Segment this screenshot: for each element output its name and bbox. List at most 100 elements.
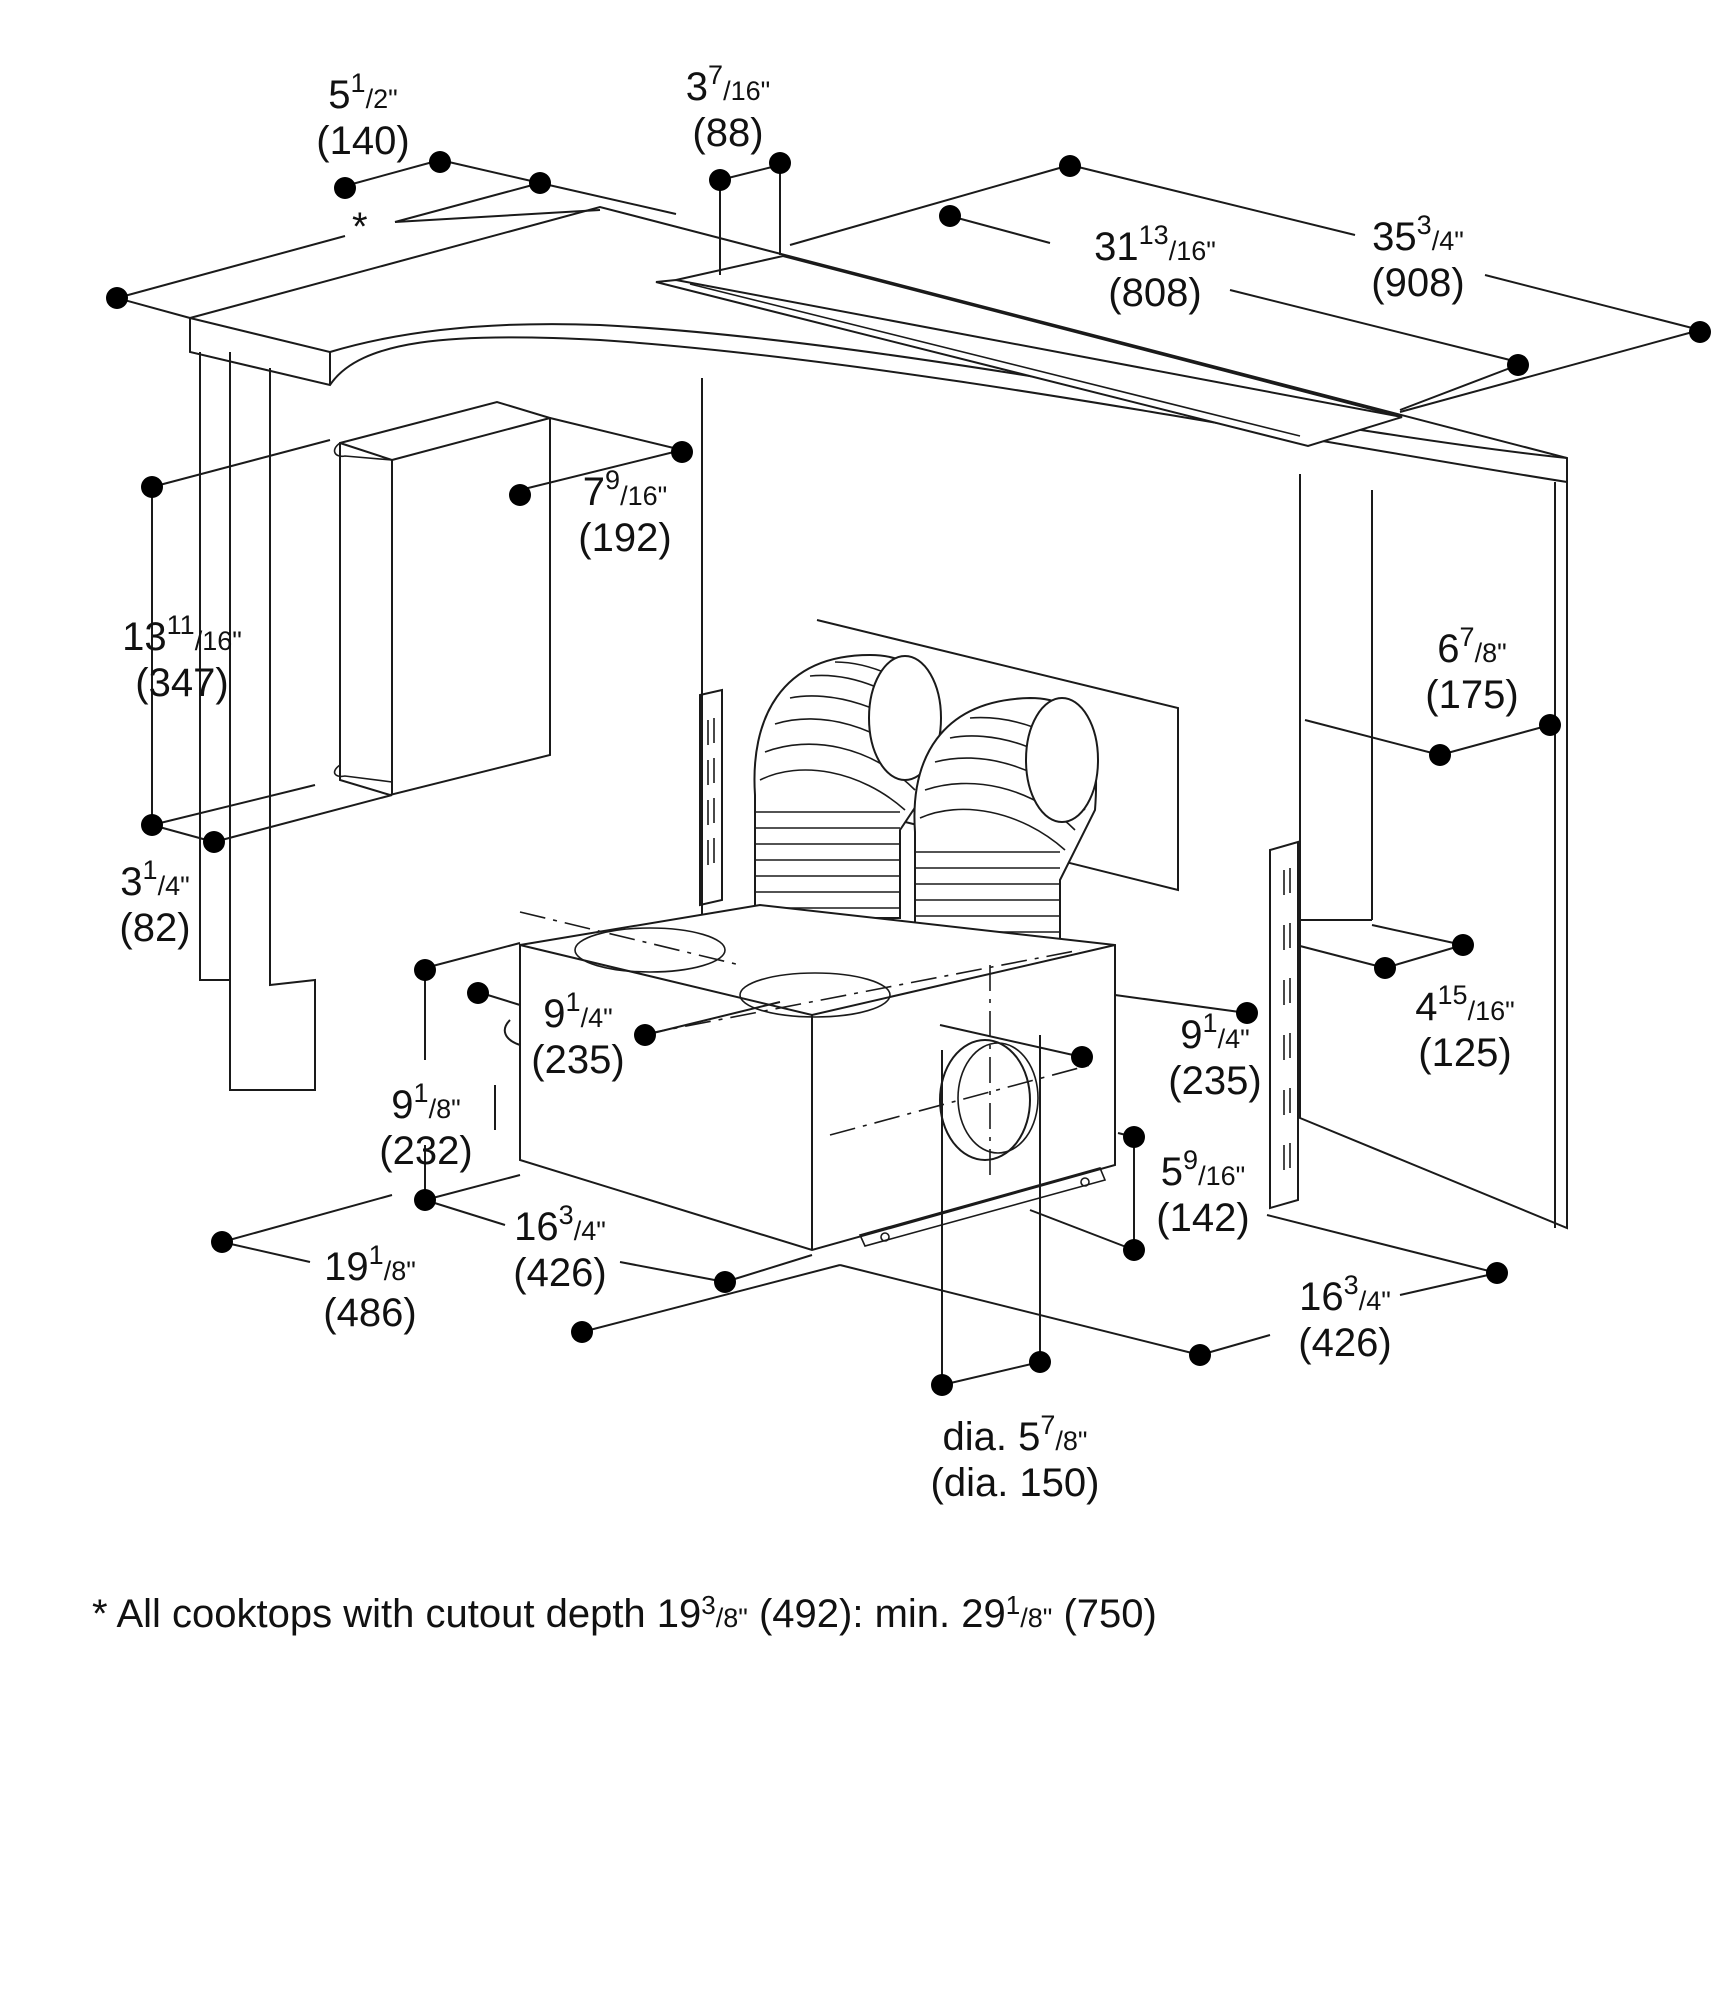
dimension-label-part: /8" xyxy=(1055,1426,1087,1456)
dimension-label-metric: (dia. 150) xyxy=(931,1461,1100,1505)
dimension-label-part: 9 xyxy=(391,1083,413,1127)
dimension-label-part: 1 xyxy=(566,987,581,1017)
dimension-label-metric: (82) xyxy=(119,906,190,950)
dimension-label-imperial: 415/16" xyxy=(1415,980,1514,1029)
dimension-label-imperial: 353/4" xyxy=(1372,210,1464,259)
dimension-label-part: /4" xyxy=(581,1003,613,1033)
dimension-label-imperial: 91/4" xyxy=(543,987,612,1036)
dimension-label-part: 13 xyxy=(1139,220,1169,250)
dimension-label-part: 9 xyxy=(543,992,565,1036)
dimension-label-imperial: 51/2" xyxy=(328,68,397,117)
dimension-label-part: 7 xyxy=(708,60,723,90)
dimension-label-metric: (426) xyxy=(1298,1321,1391,1365)
dimension-label-part: 9 xyxy=(1180,1013,1202,1057)
dimension-label-part: 7 xyxy=(583,470,605,514)
dimension-label-metric: (142) xyxy=(1156,1196,1249,1240)
dimension-label-part: /2" xyxy=(366,84,398,114)
dimension-label-part: /4" xyxy=(1218,1024,1250,1054)
dimension-label-metric: (908) xyxy=(1371,261,1464,305)
dimension-label-metric: (88) xyxy=(692,111,763,155)
footnote: * All cooktops with cutout depth 193/8" … xyxy=(92,1590,1157,1637)
footnote-mid: (492): min. 29 xyxy=(747,1592,1006,1636)
dimension-label-imperial: 31/4" xyxy=(120,855,189,904)
asterisk-marker: * xyxy=(352,205,368,249)
dimension-label-part: 11 xyxy=(167,610,195,640)
dimension-label-metric: (175) xyxy=(1425,673,1518,717)
dimension-label-part: /8" xyxy=(384,1256,416,1286)
footnote-num2: 1 xyxy=(1005,1590,1021,1620)
dimension-label-part: 3 xyxy=(559,1200,574,1230)
dimension-label-metric: (235) xyxy=(1168,1059,1261,1103)
flexible-duct-right xyxy=(913,696,1099,959)
dimension-dots xyxy=(106,151,1711,1396)
dimension-label-part: 6 xyxy=(1437,627,1459,671)
dimension-label-imperial: 79/16" xyxy=(583,465,667,514)
dimension-label-part: 15 xyxy=(1438,980,1468,1010)
dimension-label-part: /4" xyxy=(158,871,190,901)
dimension-label-part: 3 xyxy=(120,860,142,904)
dimension-label-part: 31 xyxy=(1094,225,1139,269)
dimension-label-part: /4" xyxy=(1432,226,1464,256)
dimension-label-imperial: 37/16" xyxy=(686,60,770,109)
dimension-label-part: /16" xyxy=(620,481,667,511)
dimension-label-metric: (232) xyxy=(379,1129,472,1173)
dimension-label-part: /16" xyxy=(1198,1161,1245,1191)
dimension-label-part: 5 xyxy=(1161,1150,1183,1194)
dimension-label-metric: (192) xyxy=(578,516,671,560)
dimension-label-part: 16 xyxy=(1299,1275,1344,1319)
dimension-label-imperial: 59/16" xyxy=(1161,1145,1245,1194)
dimension-label-part: /4" xyxy=(1359,1286,1391,1316)
dimension-label-metric: (808) xyxy=(1108,271,1201,315)
dimension-label-part: 1 xyxy=(369,1240,384,1270)
dimension-label-part: /4" xyxy=(574,1216,606,1246)
dimension-label-metric: (426) xyxy=(513,1251,606,1295)
dimension-label-imperial: 67/8" xyxy=(1437,622,1506,671)
dimension-label-metric: (347) xyxy=(135,661,228,705)
dimension-label-part: 9 xyxy=(605,465,620,495)
dimension-label-imperial: 3113/16" xyxy=(1094,220,1216,269)
dimension-label-part: 35 xyxy=(1372,215,1417,259)
dimension-label-part: /8" xyxy=(1475,638,1507,668)
dimension-label-part: 16 xyxy=(514,1205,559,1249)
dimension-label-part: 3 xyxy=(1344,1270,1359,1300)
dimension-label-part: 19 xyxy=(324,1245,369,1289)
dimension-label-part: /16" xyxy=(195,626,242,656)
dimension-label-part: 1 xyxy=(351,68,366,98)
footnote-prefix: * All cooktops with cutout depth 19 xyxy=(92,1592,702,1636)
dimension-label-part: 4 xyxy=(1415,985,1437,1029)
dimension-label-part: 5 xyxy=(328,73,350,117)
dimension-label-imperial: 163/4" xyxy=(514,1200,606,1249)
dimension-label-imperial: 1311/16" xyxy=(122,610,242,659)
dimension-label-part: /16" xyxy=(1468,996,1515,1026)
dimension-lines xyxy=(116,159,1701,1386)
footnote-den1: /8" xyxy=(715,1603,748,1633)
dimension-label-part: 7 xyxy=(1460,622,1475,652)
footnote-den2: /8" xyxy=(1020,1603,1053,1633)
dimension-label-imperial: 91/4" xyxy=(1180,1008,1249,1057)
blower-box xyxy=(503,903,1116,1252)
installation-dimension-diagram: * 51/2"(140)37/16"(88)3113/16"(808)353/4… xyxy=(106,60,1711,1505)
dimension-label-metric: (235) xyxy=(531,1038,624,1082)
dimension-label-imperial: dia. 57/8" xyxy=(943,1410,1088,1459)
dimension-label-imperial: 191/8" xyxy=(324,1240,416,1289)
dimension-label-metric: (125) xyxy=(1418,1031,1511,1075)
dimension-label-imperial: 91/8" xyxy=(391,1078,460,1127)
dimension-labels: * 51/2"(140)37/16"(88)3113/16"(808)353/4… xyxy=(119,60,1518,1505)
dimension-label-part: 3 xyxy=(686,65,708,109)
dimension-label-part: 1 xyxy=(143,855,158,885)
dimension-label-part: dia. xyxy=(943,1415,1019,1459)
cabinet-structure xyxy=(189,205,1568,1230)
dimension-label-part: 1 xyxy=(1203,1008,1218,1038)
dimension-label-part: 3 xyxy=(1417,210,1432,240)
dimension-label-part: 5 xyxy=(1018,1415,1040,1459)
dimension-label-metric: (140) xyxy=(316,119,409,163)
dimension-label-part: /16" xyxy=(723,76,770,106)
footnote-suffix: (750) xyxy=(1052,1592,1157,1636)
dimension-label-part: 9 xyxy=(1183,1145,1198,1175)
dimension-label-part: /8" xyxy=(429,1094,461,1124)
dimension-label-part: 7 xyxy=(1040,1410,1055,1440)
dimension-label-part: 13 xyxy=(122,615,167,659)
footnote-num1: 3 xyxy=(701,1590,716,1620)
dimension-label-part: /16" xyxy=(1169,236,1216,266)
dimension-label-imperial: 163/4" xyxy=(1299,1270,1391,1319)
